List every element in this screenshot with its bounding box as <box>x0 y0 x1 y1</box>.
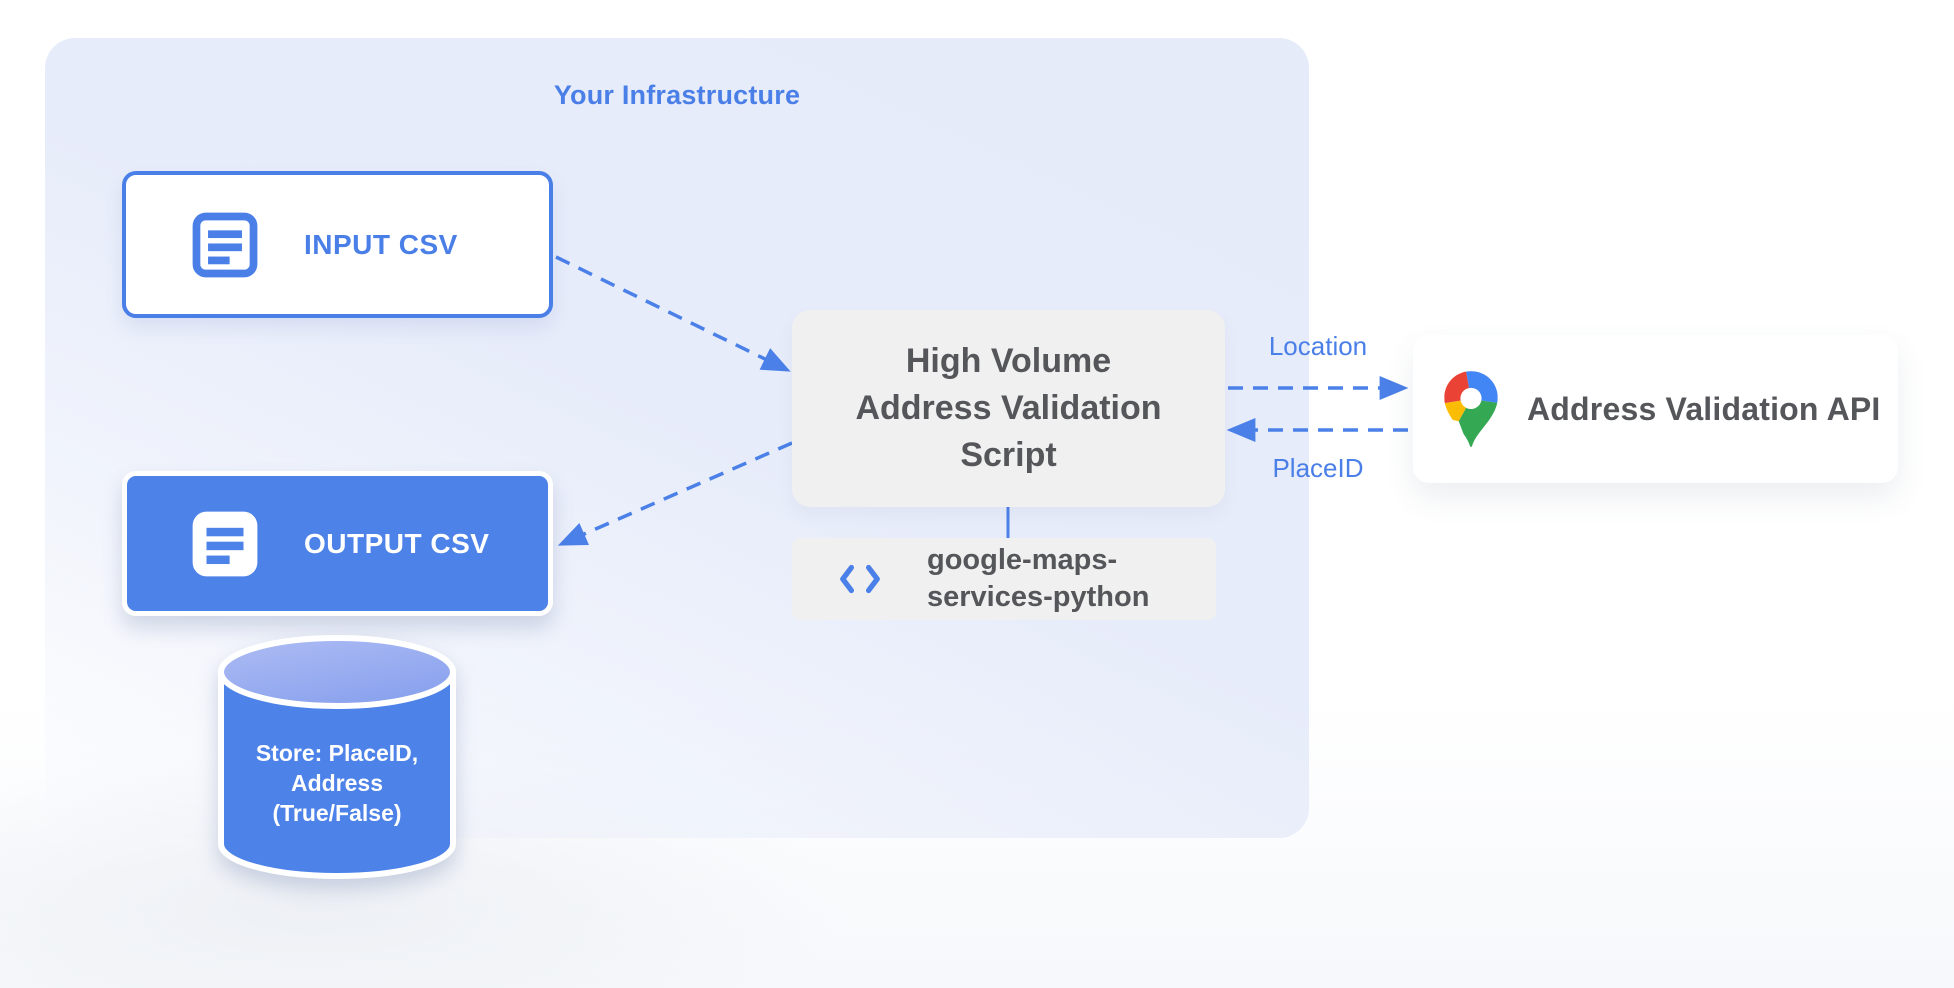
input-csv-label: INPUT CSV <box>304 228 458 260</box>
api-node: Address Validation API <box>1413 335 1898 483</box>
library-label: google-maps- services-python <box>927 544 1150 613</box>
script-node: High Volume Address Validation Script <box>792 310 1225 507</box>
script-label: High Volume Address Validation Script <box>855 342 1162 474</box>
document-lines-icon <box>192 212 258 277</box>
datastore-cylinder <box>218 635 456 879</box>
output-csv-label: OUTPUT CSV <box>304 527 490 559</box>
google-maps-pin-icon <box>1444 371 1498 448</box>
infrastructure-title: Your Infrastructure <box>553 80 801 110</box>
input-csv-node: INPUT CSV <box>122 171 553 318</box>
output-csv-node: OUTPUT CSV <box>122 471 553 616</box>
location-edge-label: Location <box>1268 331 1368 361</box>
api-label: Address Validation API <box>1527 390 1881 427</box>
datastore-label: Store: PlaceID, Address (True/False) <box>255 740 419 826</box>
placeid-edge-label: PlaceID <box>1272 453 1364 483</box>
code-brackets-icon <box>840 564 880 594</box>
document-lines-icon <box>192 511 258 576</box>
library-node: google-maps- services-python <box>792 538 1216 620</box>
